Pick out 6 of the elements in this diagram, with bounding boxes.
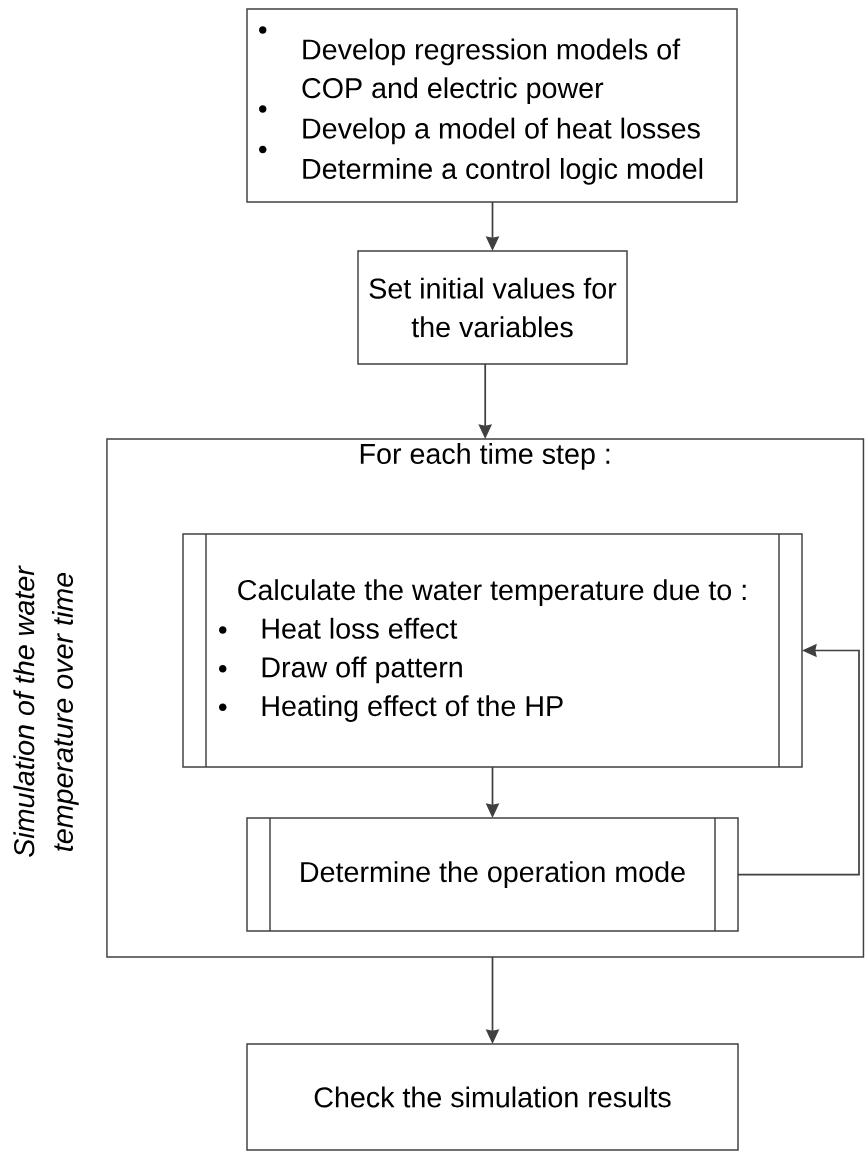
rotated-caption: Simulation of the water temperature over time: [13, 565, 79, 857]
process-box: Develop regression models of COP and electric power Develop a model of heat losses Determine a control logic model: [246, 8, 738, 203]
subprocess-box: Determine the operation mode: [246, 817, 739, 932]
process-box: Set initial values for the variables: [357, 250, 628, 365]
process-box: Check the simulation results: [246, 1043, 739, 1151]
subprocess-box: Calculate the water temperature due to : Heat loss effect Draw off pattern Heating effect of the HP: [182, 533, 803, 768]
